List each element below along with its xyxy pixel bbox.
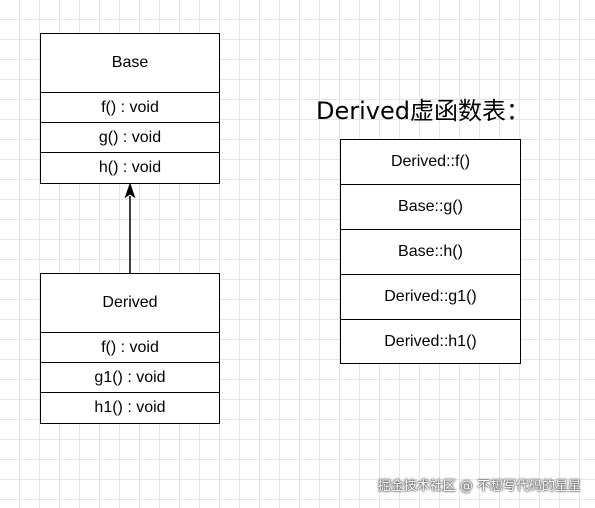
vtable-entry-5: Derived::h1(): [384, 332, 477, 350]
vtable-entry-4: Derived::g1(): [341, 275, 520, 320]
base-class-box: Base f() : void g() : void h() : void: [40, 33, 220, 184]
vtable-title: Derived虚函数表：: [316, 97, 530, 125]
derived-class-name: Derived: [41, 274, 219, 333]
vtable-box: Derived::f() Base::g() Base::h() Derived…: [340, 139, 521, 364]
base-method-g: g() : void: [41, 123, 219, 153]
base-class-name: Base: [41, 34, 219, 93]
vtable-entry-1: Derived::f(): [341, 140, 520, 185]
base-method-h: h() : void: [98, 158, 162, 176]
derived-method-h1: h1() : void: [94, 398, 166, 416]
watermark: 掘金技术社区 @ 不想写代码的星星: [377, 479, 581, 494]
derived-class-box: Derived f() : void g1() : void h1() : vo…: [40, 273, 220, 424]
vtable-entry-2: Base::g(): [341, 185, 520, 230]
vtable-entry-3: Base::h(): [341, 230, 520, 275]
base-method-f: f() : void: [41, 93, 219, 123]
derived-method-f: f() : void: [41, 333, 219, 363]
derived-method-g1: g1() : void: [41, 363, 219, 393]
